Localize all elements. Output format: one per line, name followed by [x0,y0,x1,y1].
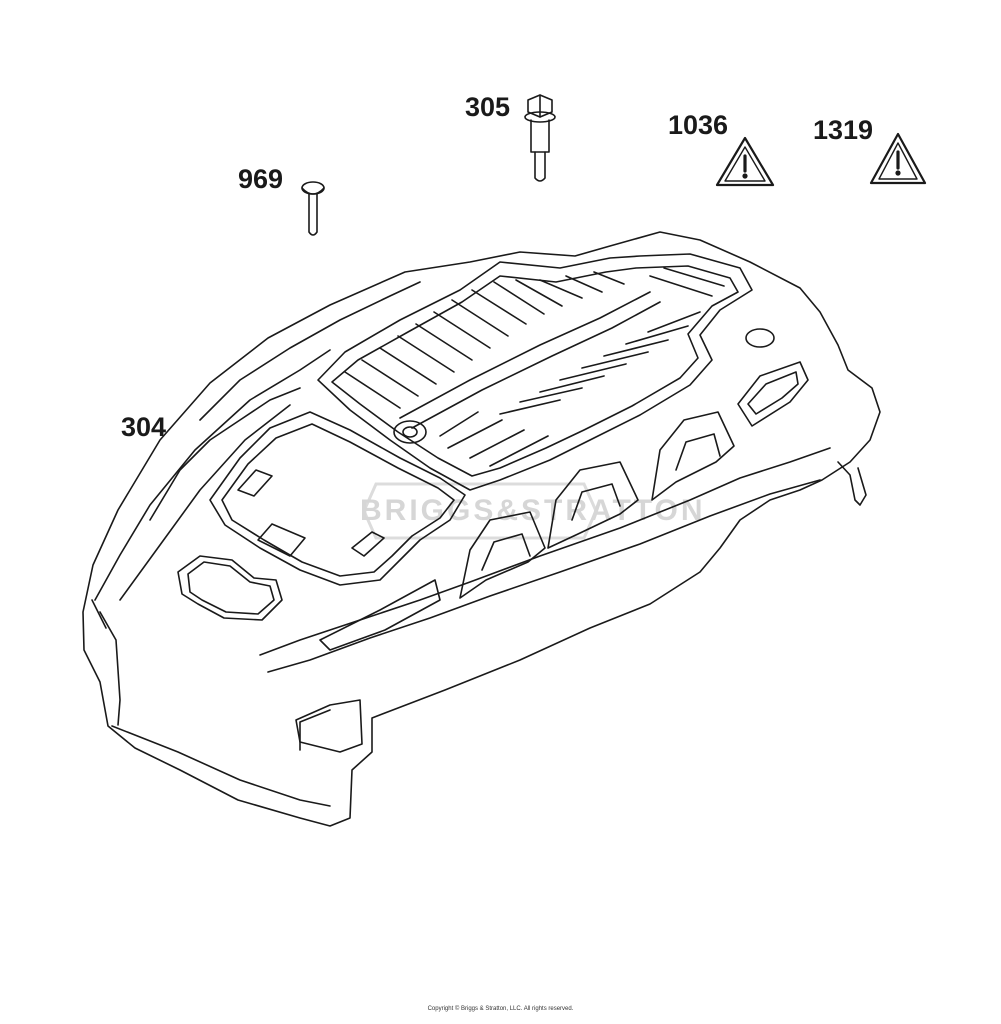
side-vent-1 [459,511,546,599]
grille-spine-2 [411,301,661,429]
side-lip-2 [299,709,331,751]
callout-305: 305 [465,92,511,122]
rear-vent-inner [747,371,799,415]
panel-slot-2 [257,523,306,557]
side-vent-3-inner [675,433,721,471]
grille-bolt-hole [402,426,418,438]
grille-ribs [344,267,725,467]
grille-spine [399,291,651,419]
pin-part [301,181,325,236]
side-vent-2-inner [571,483,621,521]
callout-304: 304 [121,412,167,442]
warning-decal-1319 [869,132,927,185]
panel-slot-3 [351,531,385,557]
mount-hole [745,328,775,348]
fuel-cap-pad-inner [187,561,275,615]
front-side-line [91,599,107,629]
front-crease [119,404,291,601]
rear-vent [737,361,809,427]
grille-bolt-boss [393,420,427,444]
front-contour [94,349,331,601]
cover-outline [82,231,881,827]
fuel-cap-pad [177,555,283,621]
callout-969: 969 [238,164,284,194]
top-ridge [199,281,421,421]
front-panel-inner [221,423,455,577]
side-groove [319,579,441,651]
engine-cover-part [82,231,881,827]
bolt-part [524,94,556,182]
side-lip [295,699,363,753]
side-vent-2 [547,461,639,549]
warning-decal-1036 [715,136,775,187]
side-vent-1-inner [481,533,531,571]
front-lower-edge [111,725,331,807]
side-rail-lower [267,479,821,673]
front-contour-2 [99,611,121,726]
top-ridge-2 [149,387,301,521]
front-panel [209,411,466,586]
callout-1036: 1036 [668,110,729,140]
grille-outer [317,253,753,491]
side-vent-3 [651,411,735,501]
grille-inner [331,265,739,477]
rear-flange [837,461,867,506]
panel-slot-1 [237,469,273,497]
callout-1319: 1319 [813,115,874,145]
copyright-notice: Copyright © Briggs & Stratton, LLC. All … [427,1006,574,1012]
side-rail-upper [259,447,831,656]
